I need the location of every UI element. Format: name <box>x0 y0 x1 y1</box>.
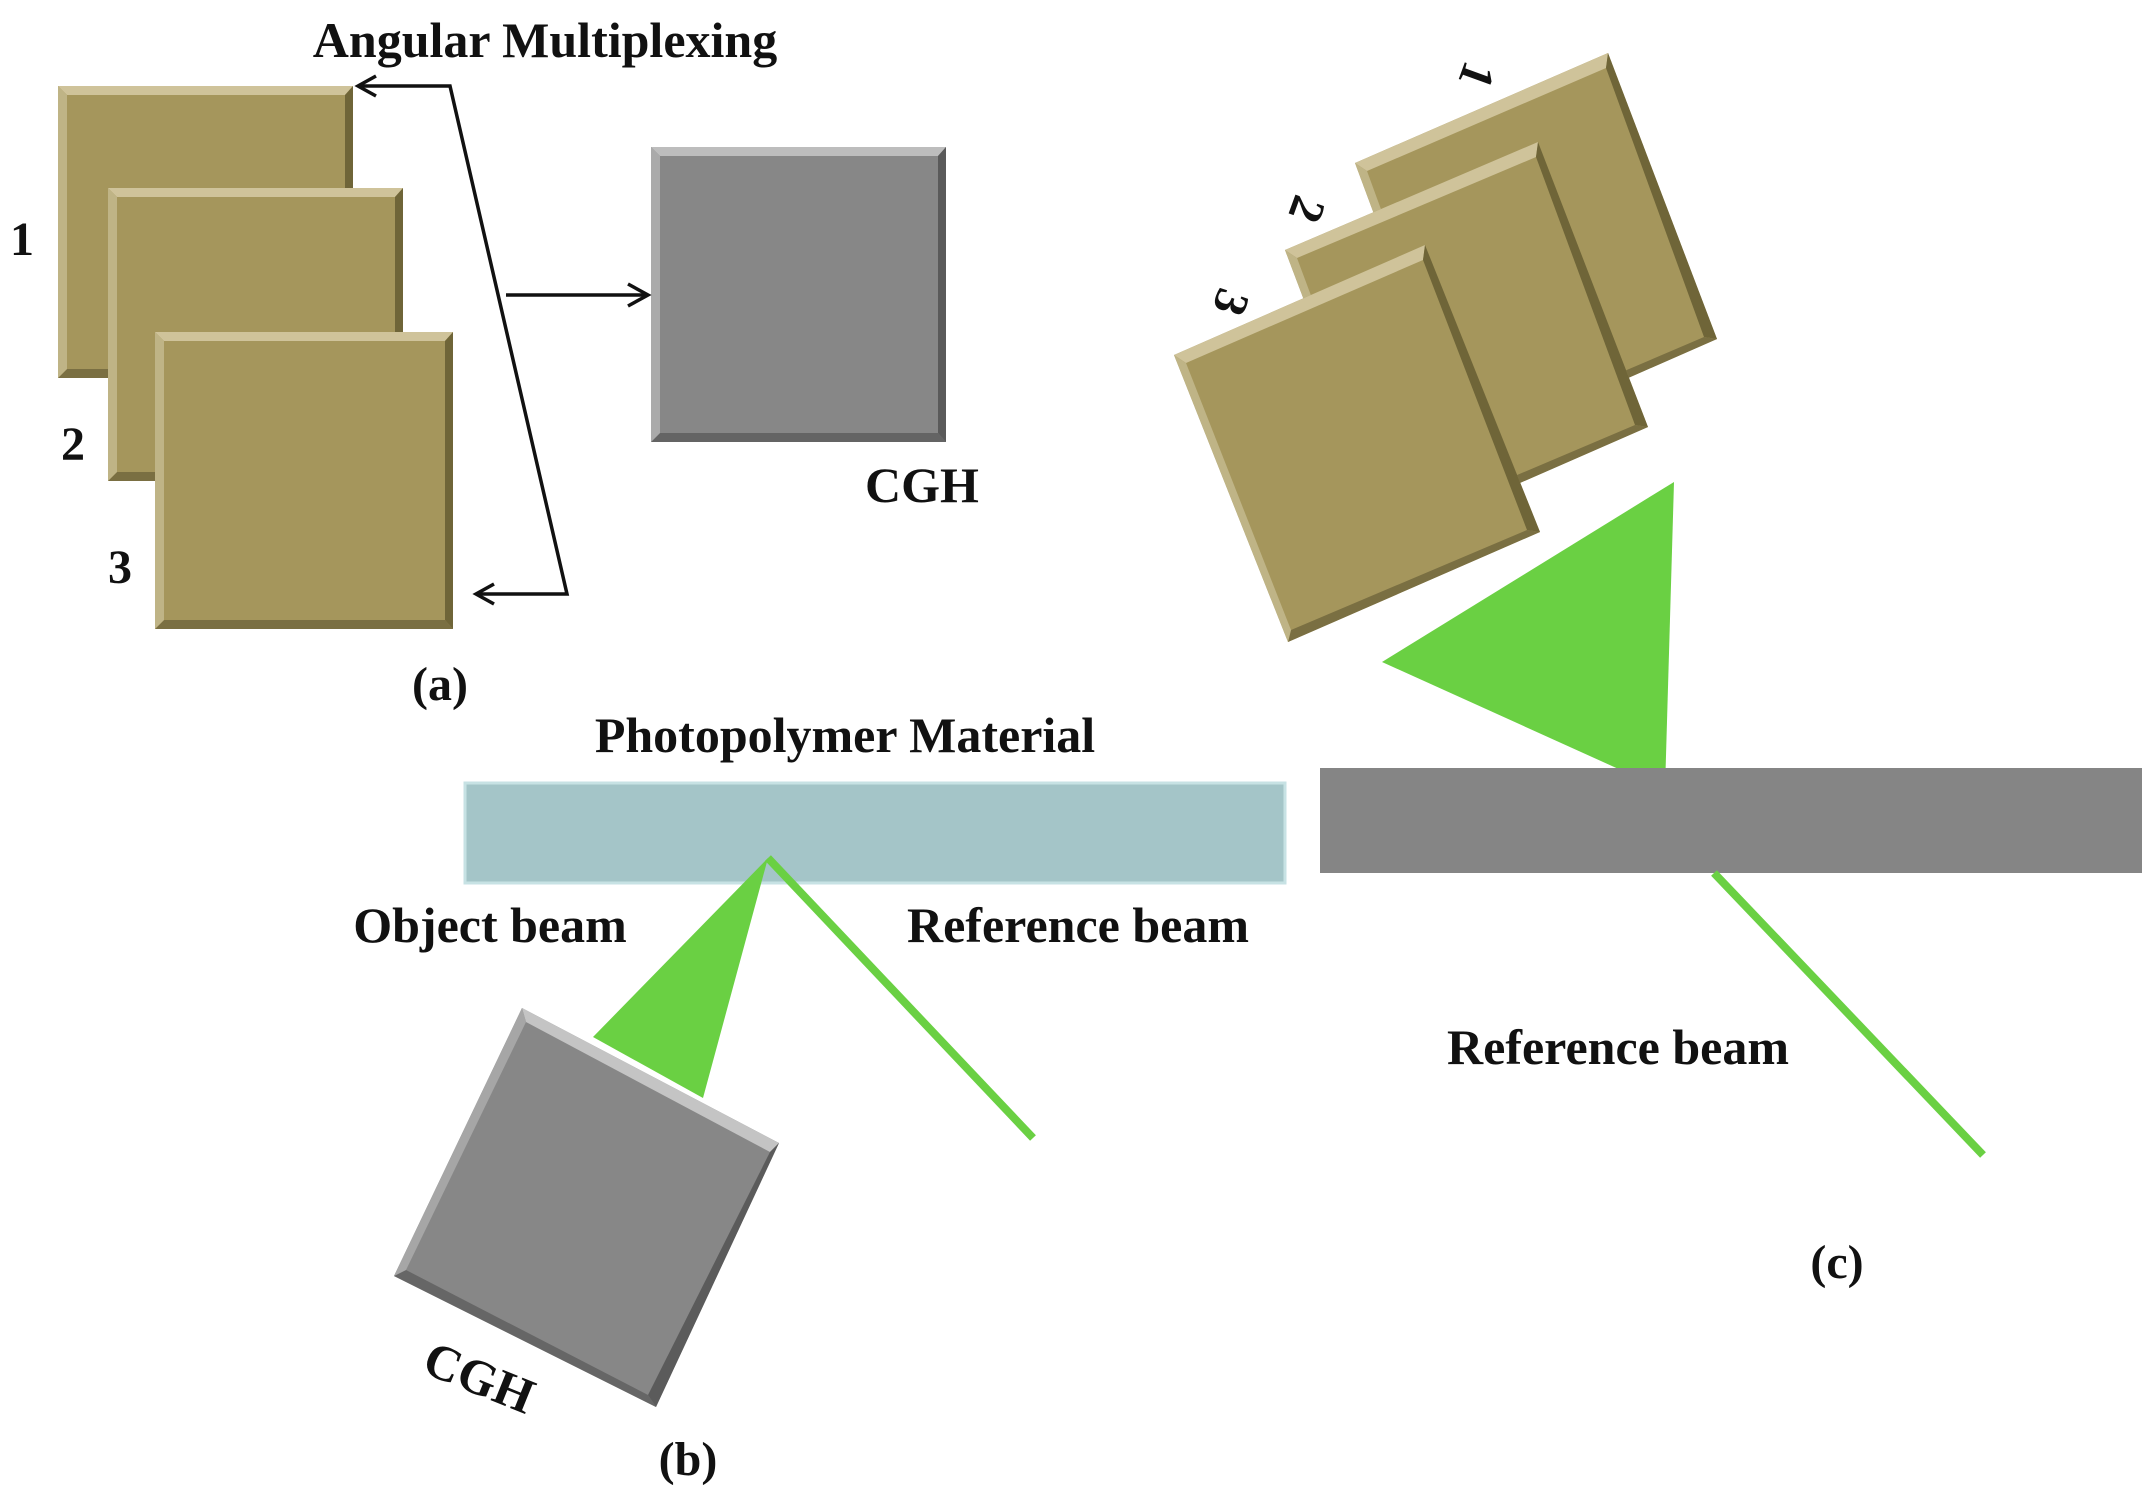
recording-plate <box>1320 768 2142 873</box>
panel-a-title: Angular Multiplexing <box>313 12 777 68</box>
cgh-square-rotated <box>394 1008 779 1407</box>
hologram-label-c-1: 1 <box>1448 55 1506 96</box>
hologram-plate-3 <box>155 332 453 629</box>
panel-a: Angular Multiplexing 1 2 3 <box>10 12 979 711</box>
diffracted-beam <box>1382 482 1674 790</box>
panel-b-label: (b) <box>659 1433 718 1486</box>
object-beam-label: Object beam <box>353 897 627 953</box>
arrowhead-to-cgh <box>627 282 652 308</box>
hologram-label-c-3: 3 <box>1202 282 1260 323</box>
reference-beam-label-c: Reference beam <box>1447 1019 1789 1075</box>
hologram-label-1: 1 <box>10 213 34 266</box>
panel-b: Photopolymer Material Object beam Refere… <box>353 707 1287 1486</box>
arrowhead-to-plate-1 <box>354 74 377 98</box>
arrowhead-to-plate-3 <box>472 582 495 606</box>
photopolymer-layer <box>463 781 1287 885</box>
cgh-label-a: CGH <box>865 457 979 513</box>
reference-beam-label-b: Reference beam <box>907 897 1249 953</box>
reference-beam-b <box>765 855 1036 1141</box>
object-beam <box>593 858 768 1098</box>
panel-c-label: (c) <box>1810 1236 1863 1289</box>
hologram-label-2: 2 <box>61 418 85 471</box>
multiplex-bracket <box>360 84 570 596</box>
reference-beam-c <box>1711 870 1986 1158</box>
cgh-square <box>651 147 946 442</box>
hologram-label-3: 3 <box>108 541 132 594</box>
hologram-plate-c-3 <box>1174 245 1540 642</box>
panel-c: 1 2 3 Reference beam (c) <box>1174 53 2142 1289</box>
panel-b-title: Photopolymer Material <box>595 707 1095 763</box>
panel-a-label: (a) <box>412 658 468 711</box>
multiplexing-arrows <box>354 74 652 606</box>
cgh-label-b: CGH <box>416 1330 543 1425</box>
hologram-label-c-2: 2 <box>1278 189 1336 230</box>
